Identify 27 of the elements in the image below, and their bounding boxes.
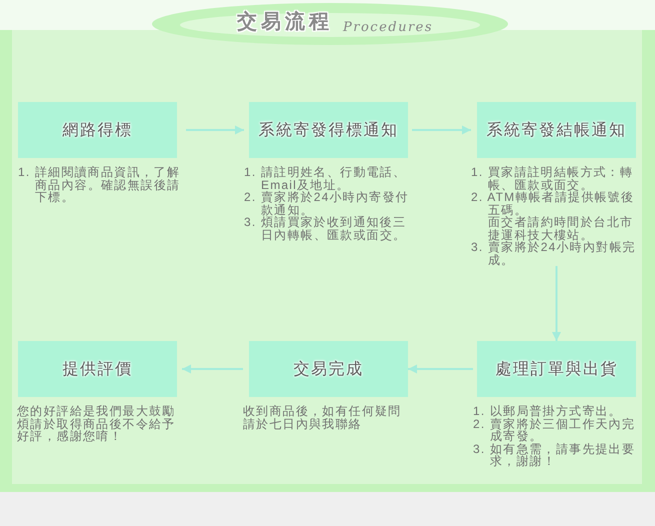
step-box: 提供評價 xyxy=(18,341,177,397)
step-note: 2. 賣家將於三個工作天內完成寄發。 xyxy=(473,418,636,442)
arrow xyxy=(552,266,561,341)
step-note: 煩請於取得商品後不令給予好評，感謝您唷！ xyxy=(17,418,176,442)
step-note: 2. 賣家將於24小時內寄發付款通知。 xyxy=(244,191,410,216)
step-box: 網路得標 xyxy=(18,102,177,158)
step-note: 2. ATM轉帳者請提供帳號後五碼。 xyxy=(471,191,636,216)
step-box: 交易完成 xyxy=(249,341,408,397)
step-note: 3. 煩請買家於收到通知後三日內轉帳、匯款或面交。 xyxy=(244,216,408,241)
step-box: 系統寄發結帳通知 xyxy=(477,102,636,158)
step-note: 1. 詳細閱讀商品資訊，了解商品內容。確認無誤後請下標。 xyxy=(18,166,182,204)
step-note: 3. 賣家將於24小時內對帳完成。 xyxy=(471,241,637,266)
arrow xyxy=(408,364,473,374)
step-note: 1. 以郵局普掛方式寄出。 xyxy=(473,405,622,418)
step-note: 您的好評給是我們最大鼓勵 xyxy=(17,405,176,418)
title: 交易流程 xyxy=(237,9,333,33)
step-note: 收到商品後，如有任何疑問請於七日內與我聯絡 xyxy=(243,405,402,430)
subtitle: Procedures xyxy=(343,20,434,36)
step-note: 面交者請約時間於台北市捷運科技大樓站。 xyxy=(487,216,634,241)
step-note: 3. 如有急需，請事先提出要求，謝謝！ xyxy=(473,442,636,468)
arrow xyxy=(182,364,243,374)
step-note: 1. 買家請註明結帳方式：轉帳、匯款或面交。 xyxy=(471,166,634,191)
step-note: 1. 請註明姓名、行動電話、Email及地址。 xyxy=(244,166,408,191)
arrow xyxy=(186,126,244,134)
step-box: 處理訂單與出貨 xyxy=(477,341,636,397)
step-box: 系統寄發得標通知 xyxy=(249,102,408,158)
arrow xyxy=(412,126,471,134)
